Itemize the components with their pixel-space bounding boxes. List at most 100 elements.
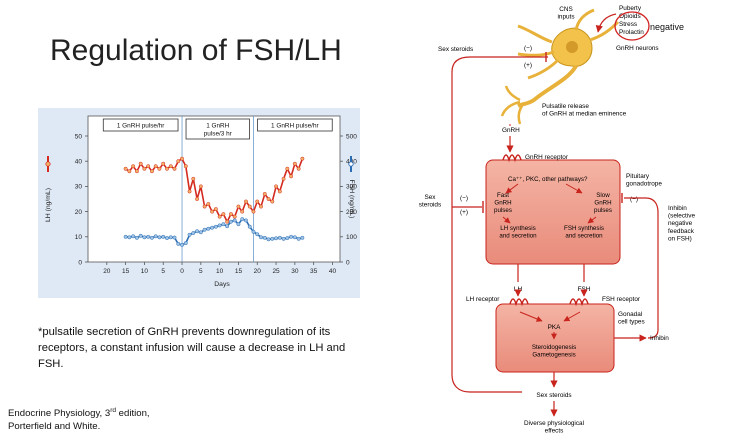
x-tick-label: 40 (329, 268, 337, 275)
phase-label: 1 GnRH pulse/hr (271, 123, 319, 130)
fsh-data-point (172, 235, 177, 240)
lh-data-point (149, 169, 154, 174)
lh-data-point (225, 219, 230, 224)
citation-line2: Porterfield and White. (8, 421, 101, 433)
input-list: Puberty Opioids Stress Prolactin (619, 5, 644, 36)
fsh-data-point (217, 223, 222, 228)
lh-data-point (161, 161, 166, 166)
lh-data-point (281, 176, 286, 181)
pka-label: PKA (548, 324, 562, 331)
x-axis-label: Days (214, 281, 230, 288)
slide-title: Regulation of FSH/LH (50, 34, 342, 67)
input-puberty: Puberty (619, 5, 642, 12)
citation-superscript: rd (110, 407, 116, 414)
fsh-data-point (146, 234, 151, 239)
fsh-data-point (176, 241, 181, 246)
lh-data-point (221, 212, 226, 217)
lh-data-point (277, 189, 282, 194)
fsh-data-point (165, 236, 169, 241)
fsh-data-point (270, 236, 275, 241)
phase-label-box (257, 118, 333, 132)
fsh-data-point (183, 241, 188, 246)
plus-top: (+) (524, 62, 532, 69)
lh-data-point (292, 161, 297, 166)
y-right-tick-label: 0 (346, 259, 350, 266)
lh-data-point (131, 164, 136, 169)
fsh-data-point (206, 226, 211, 231)
input-prolactin: Prolactin (619, 29, 644, 36)
fsh-data-point (213, 224, 218, 229)
gnrh-receptor-label: GnRH receptor (525, 154, 569, 161)
fsh-receptor-icon (569, 298, 589, 307)
negative-highlight-circle (614, 11, 650, 41)
minus-inhibin: (−) (630, 196, 638, 203)
lh-data-point (285, 166, 290, 171)
lh-data-point (255, 199, 260, 204)
lh-data-point (300, 156, 305, 161)
fsh-label: FSH (578, 286, 591, 293)
fsh-data-point (285, 236, 290, 241)
lh-data-point (157, 166, 162, 171)
fsh-data-point (281, 236, 286, 241)
fsh-data-point (289, 234, 294, 239)
second-messengers-label: Ca⁺⁺, PKC, other pathways? (508, 176, 588, 183)
fsh-data-point (262, 235, 267, 240)
lh-data-point (191, 176, 196, 181)
x-tick-label: 20 (254, 268, 262, 275)
sex-steroids-top-label: Sex steroids (438, 46, 473, 53)
lh-data-point (176, 159, 181, 164)
gnrh-label: GnRH (502, 127, 520, 134)
x-tick-label: 30 (291, 268, 299, 275)
lh-data-point (251, 209, 256, 214)
input-stress: Stress (619, 21, 637, 28)
lh-data-point (168, 164, 173, 169)
lh-data-point (198, 184, 203, 189)
x-tick-label: 15 (122, 268, 130, 275)
fsh-data-point (292, 235, 297, 240)
inhibin-label: Inhibin (650, 335, 669, 342)
lh-data-point (236, 204, 241, 209)
lh-data-point (274, 184, 279, 189)
x-tick-label: 0 (180, 268, 184, 275)
lh-legend-marker (45, 161, 51, 167)
plus-mid: (+) (460, 209, 468, 216)
lh-data-point (244, 199, 248, 204)
lh-receptor-label: LH receptor (466, 296, 500, 303)
lh-data-point (146, 164, 151, 169)
y-left-tick-label: 40 (75, 159, 83, 166)
fsh-data-point (134, 235, 139, 240)
fsh-data-point (138, 233, 143, 238)
lh-receptor-icon (509, 298, 529, 307)
footnote-text: *pulsatile secretion of GnRH prevents do… (38, 326, 346, 370)
negative-annotation: negative (650, 22, 684, 32)
fsh-data-point (123, 234, 128, 239)
lh-data-point (142, 166, 147, 171)
phase-label: 1 GnRH pulse/hr (117, 123, 165, 130)
fsh-data-point (266, 237, 271, 242)
x-tick-label: 15 (235, 268, 243, 275)
lh-data-point (228, 212, 233, 217)
fsh-data-point (240, 217, 245, 222)
gnrh-neurons-label: GnRH neurons (616, 45, 659, 52)
y-right-axis-label: FSH (ng/mL) (348, 180, 355, 219)
y-right-tick-label: 300 (346, 184, 357, 191)
minus-top: (−) (524, 45, 532, 52)
x-tick-label: 25 (272, 268, 280, 275)
y-right-tick-label: 500 (346, 133, 357, 140)
fsh-data-point (131, 234, 136, 239)
lh-data-point (210, 209, 215, 214)
y-left-tick-label: 10 (75, 234, 83, 241)
fsh-data-point (251, 229, 256, 234)
lh-data-point (153, 164, 158, 169)
